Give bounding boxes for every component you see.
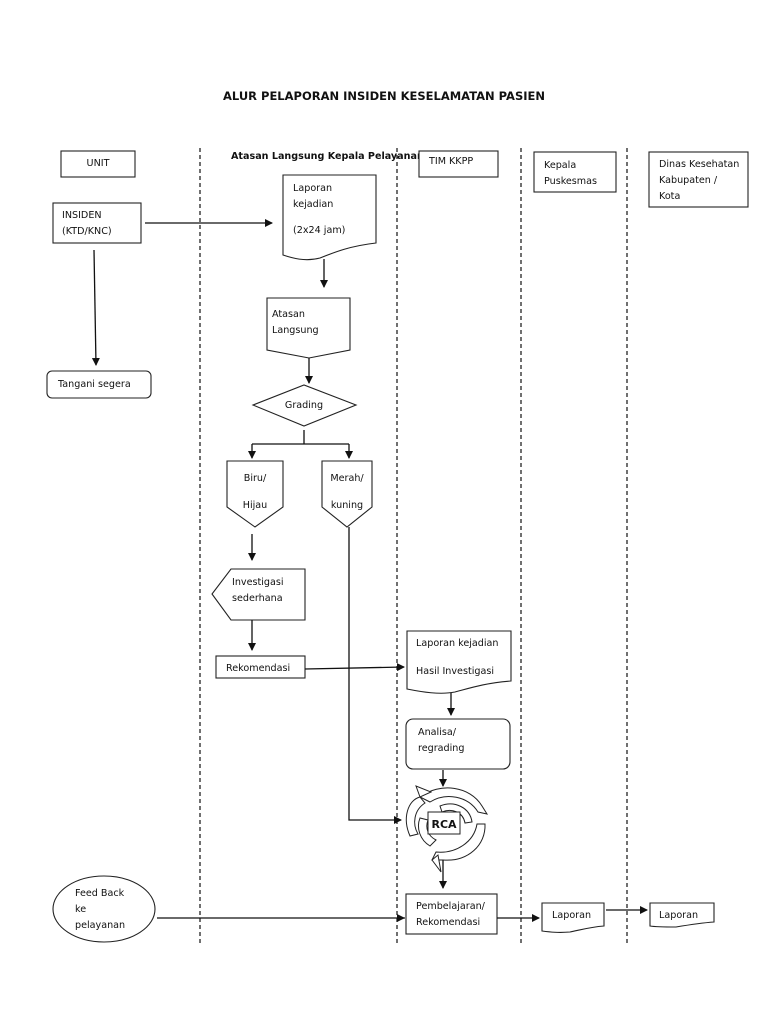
svg-text:Feed Back: Feed Back bbox=[75, 888, 125, 899]
node-investigasi-sederhana: Investigasi sederhana bbox=[211, 568, 306, 621]
svg-text:sederhana: sederhana bbox=[232, 593, 283, 604]
svg-text:Pembelajaran/: Pembelajaran/ bbox=[416, 901, 486, 912]
node-insiden: INSIDEN (KTD/KNC) bbox=[52, 202, 142, 244]
svg-text:pelayanan: pelayanan bbox=[75, 920, 125, 931]
svg-text:Laporan kejadian: Laporan kejadian bbox=[416, 638, 499, 649]
svg-text:Analisa/: Analisa/ bbox=[418, 727, 457, 738]
node-analisa-regrading: Analisa/ regrading bbox=[405, 718, 511, 770]
svg-text:Puskesmas: Puskesmas bbox=[544, 176, 597, 187]
svg-text:Hijau: Hijau bbox=[243, 500, 268, 511]
node-pembelajaran-rekomendasi: Pembelajaran/ Rekomendasi bbox=[405, 893, 498, 935]
svg-text:kuning: kuning bbox=[331, 500, 363, 511]
svg-text:Rekomendasi: Rekomendasi bbox=[416, 917, 480, 928]
node-tangani-segera: Tangani segera bbox=[46, 370, 152, 399]
arrow-merah-to-rca bbox=[348, 527, 402, 824]
node-laporan-kejadian: Laporan kejadian (2x24 jam) bbox=[282, 174, 377, 261]
lane-header-kepala-puskesmas: Kepala Puskesmas bbox=[533, 151, 617, 193]
svg-text:Rekomendasi: Rekomendasi bbox=[226, 663, 290, 674]
node-rca: RCA bbox=[405, 785, 489, 873]
svg-text:Merah/: Merah/ bbox=[330, 473, 364, 484]
cycle-arrows-icon bbox=[405, 785, 489, 873]
node-laporan-dinas: Laporan bbox=[649, 902, 715, 928]
node-atasan-langsung: Atasan Langsung bbox=[266, 297, 351, 359]
svg-text:kejadian: kejadian bbox=[293, 199, 333, 210]
arrow-insiden-to-tangani bbox=[91, 249, 100, 366]
svg-text:Hasil Investigasi: Hasil Investigasi bbox=[416, 666, 494, 677]
node-feedback-ke-pelayanan: Feed Back ke pelayanan bbox=[52, 875, 156, 943]
svg-text:regrading: regrading bbox=[418, 743, 464, 754]
node-grading: Grading bbox=[251, 384, 358, 427]
svg-text:Atasan: Atasan bbox=[272, 309, 305, 320]
lane-header-dinas-kesehatan: Dinas Kesehatan Kabupaten / Kota bbox=[648, 151, 749, 208]
node-merah-kuning: Merah/ kuning bbox=[321, 460, 373, 528]
arrowhead-feedback bbox=[397, 914, 405, 922]
svg-text:Biru/: Biru/ bbox=[244, 473, 267, 484]
svg-text:Investigasi: Investigasi bbox=[232, 577, 284, 588]
svg-text:UNIT: UNIT bbox=[87, 158, 110, 169]
arrow-rekomendasi-to-laporan-hasil bbox=[304, 663, 405, 672]
svg-text:RCA: RCA bbox=[431, 818, 457, 831]
svg-text:Laporan: Laporan bbox=[552, 910, 591, 921]
node-laporan-kepala-puskesmas: Laporan bbox=[541, 902, 605, 933]
arrow-grading-split bbox=[248, 430, 353, 459]
lane-header-tim-kkpp: TIM KKPP bbox=[418, 150, 499, 178]
svg-text:INSIDEN: INSIDEN bbox=[62, 210, 102, 221]
svg-text:Dinas Kesehatan: Dinas Kesehatan bbox=[659, 159, 739, 170]
lane-header-atasan: Atasan Langsung Kepala Pelayanan bbox=[231, 151, 424, 162]
node-rekomendasi: Rekomendasi bbox=[215, 655, 306, 679]
lane-header-unit: UNIT bbox=[60, 150, 136, 178]
svg-text:(KTD/KNC): (KTD/KNC) bbox=[62, 226, 112, 237]
svg-text:Laporan: Laporan bbox=[659, 910, 698, 921]
svg-text:Kepala: Kepala bbox=[544, 160, 576, 171]
diagram-title: ALUR PELAPORAN INSIDEN KESELAMATAN PASIE… bbox=[223, 89, 545, 103]
svg-text:Tangani segera: Tangani segera bbox=[57, 379, 131, 390]
svg-text:ke: ke bbox=[75, 904, 86, 915]
svg-text:TIM KKPP: TIM KKPP bbox=[428, 156, 473, 167]
svg-text:Laporan: Laporan bbox=[293, 183, 332, 194]
svg-text:Kabupaten /: Kabupaten / bbox=[659, 175, 718, 186]
svg-text:(2x24 jam): (2x24 jam) bbox=[293, 225, 345, 236]
node-biru-hijau: Biru/ Hijau bbox=[226, 460, 284, 528]
node-laporan-hasil-investigasi: Laporan kejadian Hasil Investigasi bbox=[406, 630, 512, 694]
svg-text:Kota: Kota bbox=[659, 191, 680, 202]
svg-text:Langsung: Langsung bbox=[272, 325, 319, 336]
svg-text:Grading: Grading bbox=[285, 400, 323, 411]
